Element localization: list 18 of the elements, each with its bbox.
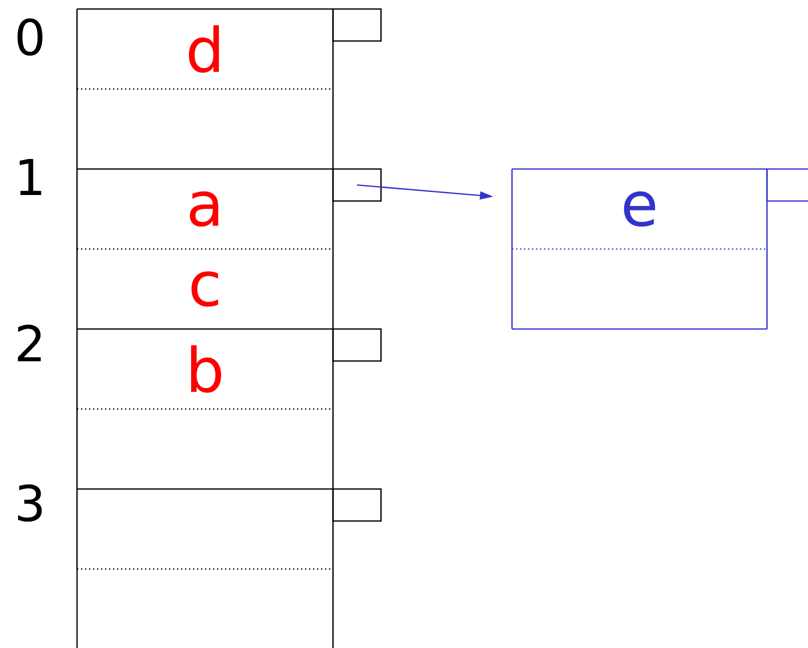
table-cell: [76, 568, 334, 648]
pointer-box: [332, 328, 382, 362]
table-cell: c: [76, 248, 334, 329]
row-index: 2: [18, 324, 41, 362]
table-cell: b: [76, 328, 334, 409]
table-cell: [76, 88, 334, 169]
pointer-box: [332, 488, 382, 522]
row-index: 1: [20, 159, 42, 195]
row-index: 3: [18, 484, 42, 522]
table-cell: [511, 248, 768, 330]
pointer-box: [332, 8, 382, 42]
table-cell: [76, 408, 334, 489]
table-cell: d: [76, 8, 334, 89]
table-cell: e: [511, 168, 768, 249]
table-cell: [76, 488, 334, 569]
pointer-box: [332, 168, 382, 202]
table-cell: a: [76, 168, 334, 249]
row-index: 0: [18, 18, 42, 56]
